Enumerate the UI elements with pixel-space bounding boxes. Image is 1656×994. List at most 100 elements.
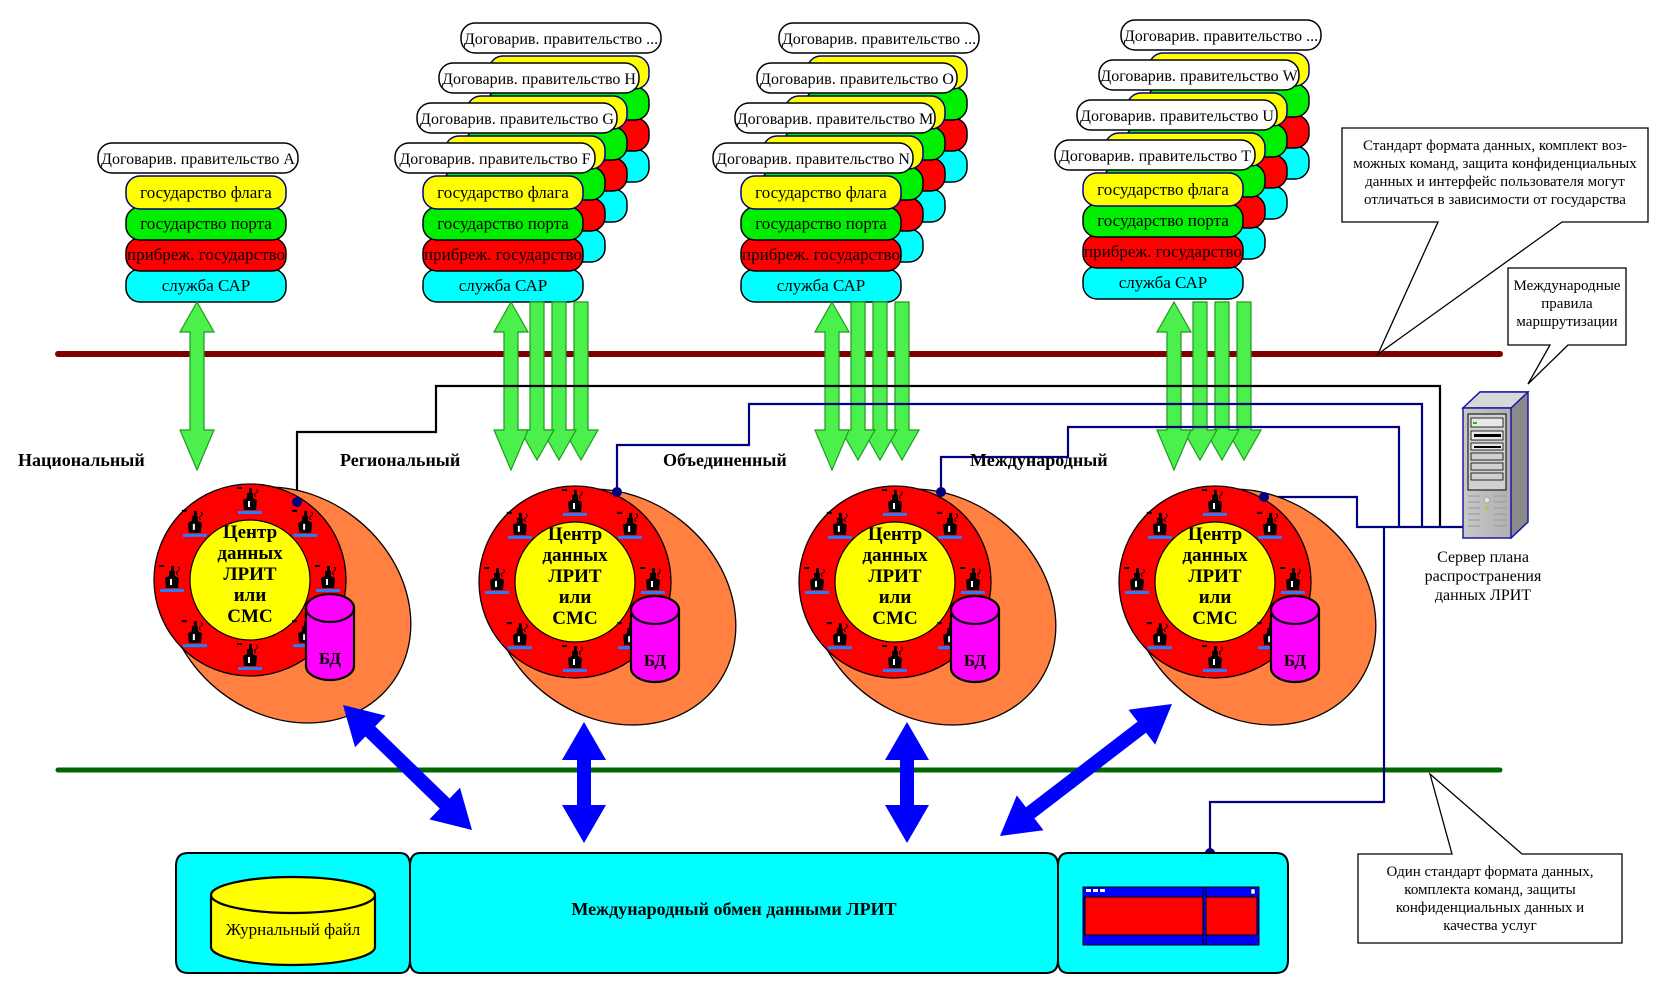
government-pill	[438, 62, 640, 94]
ship-icon	[826, 622, 852, 650]
svg-text:Стандарт формата данных, компл: Стандарт формата данных, комплект воз-	[1363, 138, 1627, 154]
ship-icon	[640, 567, 665, 594]
state-label-port: государство порта	[140, 214, 272, 233]
ship-icon	[1202, 645, 1227, 672]
log-file-label: Журнальный файл	[226, 920, 361, 939]
svg-text:маршрутизации: маршрутизации	[1516, 314, 1617, 330]
core-label-line: данных	[217, 543, 283, 564]
database-icon: БД	[304, 592, 356, 682]
state-stack-2: Договарив. правительство ...Договарив. п…	[394, 22, 662, 303]
core-label-line: СМС	[552, 608, 597, 629]
core-label-line: или	[879, 587, 912, 608]
government-label: Договарив. правительство ...	[782, 31, 976, 48]
government-label: Договарив. правительство G	[420, 111, 614, 128]
government-pill	[97, 142, 299, 174]
government-pill	[1098, 59, 1300, 91]
svg-text:данных и интерфейс пользовател: данных и интерфейс пользователя могут	[1365, 174, 1625, 190]
core-label-line: ЛРИТ	[548, 566, 602, 587]
level-label: Региональный	[340, 450, 460, 470]
government-label: Договарив. правительство N	[716, 151, 910, 168]
server-label-line-2: распространения	[1425, 568, 1542, 585]
state-stack-4: Договарив. правительство ...Договарив. п…	[1054, 19, 1322, 300]
net-line-international	[1264, 495, 1463, 529]
svg-text:конфиденциальных данных и: конфиденциальных данных и	[1396, 900, 1584, 916]
level-label: Национальный	[18, 450, 145, 470]
state-label-sar: служба САР	[459, 276, 548, 295]
svg-text:правила: правила	[1541, 296, 1593, 312]
ship-icon	[484, 567, 509, 594]
core-label-line: данных	[862, 545, 928, 566]
sar-link-arrows-1	[178, 300, 216, 472]
network-connector-dot	[612, 487, 622, 497]
exchange-arrow-regional	[562, 722, 606, 843]
ship-icon	[237, 643, 262, 670]
note-bottom-line-3: конфиденциальных данных и	[1396, 900, 1584, 916]
database-icon: БД	[629, 594, 681, 684]
core-label-line: данных	[1182, 545, 1248, 566]
exchange-center-panel[interactable]	[409, 852, 1059, 974]
government-pill	[712, 142, 914, 174]
database-label: БД	[964, 651, 987, 670]
log-file-cylinder-icon	[209, 875, 377, 967]
ship-icon	[506, 511, 532, 539]
ship-icon	[181, 620, 207, 648]
state-label-sar: служба САР	[777, 276, 866, 295]
government-pill	[778, 22, 980, 54]
core-label-line: ЛРИТ	[868, 566, 922, 587]
callout-routing-rules: Международные правила маршрутизации	[1507, 267, 1627, 385]
distribution-plan-server[interactable]: Сервер плана распространения данных ЛРИТ	[1425, 391, 1542, 604]
core-label-line: или	[1199, 587, 1232, 608]
ship-icon	[1124, 567, 1149, 594]
note-top-line-2: можных команд, защита конфиденциальных	[1353, 156, 1637, 172]
exchange-title: Международный обмен данными ЛРИТ	[571, 899, 896, 919]
exchange-arrow-national	[343, 705, 472, 830]
data-centre-core	[514, 521, 636, 643]
data-centre-core	[189, 519, 311, 641]
government-label: Договарив. правительство O	[760, 71, 954, 88]
state-box-flag	[422, 175, 584, 210]
state-label-port: государство порта	[1097, 211, 1229, 230]
note-top-line-3: данных и интерфейс пользователя могут	[1365, 174, 1625, 190]
ship-icon	[1257, 511, 1283, 539]
server-label-line-3: данных ЛРИТ	[1435, 587, 1531, 604]
ship-icon	[1146, 511, 1172, 539]
svg-text:можных команд, защита конфиден: можных команд, защита конфиденциальных	[1353, 156, 1637, 172]
core-label-line: СМС	[872, 608, 917, 629]
government-pill	[734, 102, 936, 134]
state-label-port: государство порта	[755, 214, 887, 233]
ship-icon	[292, 509, 318, 537]
database-label: БД	[1284, 651, 1307, 670]
international-data-exchange-panel: Журнальный файл Международный обмен данн…	[175, 852, 1289, 974]
data-centre-core	[834, 521, 956, 643]
government-label: Договарив. правительство A	[101, 151, 295, 168]
government-pill	[1120, 19, 1322, 51]
note-top-line-1: Стандарт формата данных, комплект воз-	[1363, 138, 1627, 154]
state-label-coastal: прибреж. государство	[424, 245, 582, 264]
state-box-flag	[125, 175, 287, 210]
callout-variable-standards: Стандарт формата данных, комплект воз- м…	[1341, 127, 1649, 356]
data-centre-core	[1154, 521, 1276, 643]
government-pill	[756, 62, 958, 94]
ship-icon	[804, 567, 829, 594]
server-tower-icon	[1461, 391, 1530, 540]
network-connector-dot	[1259, 492, 1269, 502]
ship-icon	[562, 645, 587, 672]
state-label-flag: государство флага	[755, 183, 887, 202]
ship-icon	[937, 511, 963, 539]
net-line-regional	[615, 402, 1424, 527]
exchange-arrow-coordinated	[885, 722, 929, 843]
svg-text:качества услуг: качества услуг	[1443, 918, 1537, 934]
svg-text:комплекта команд, защиты: комплекта команд, защиты	[1404, 882, 1575, 898]
note-bottom-line-4: качества услуг	[1443, 918, 1537, 934]
government-pill	[416, 102, 618, 134]
ship-icon	[826, 511, 852, 539]
ship-icon	[562, 489, 587, 516]
